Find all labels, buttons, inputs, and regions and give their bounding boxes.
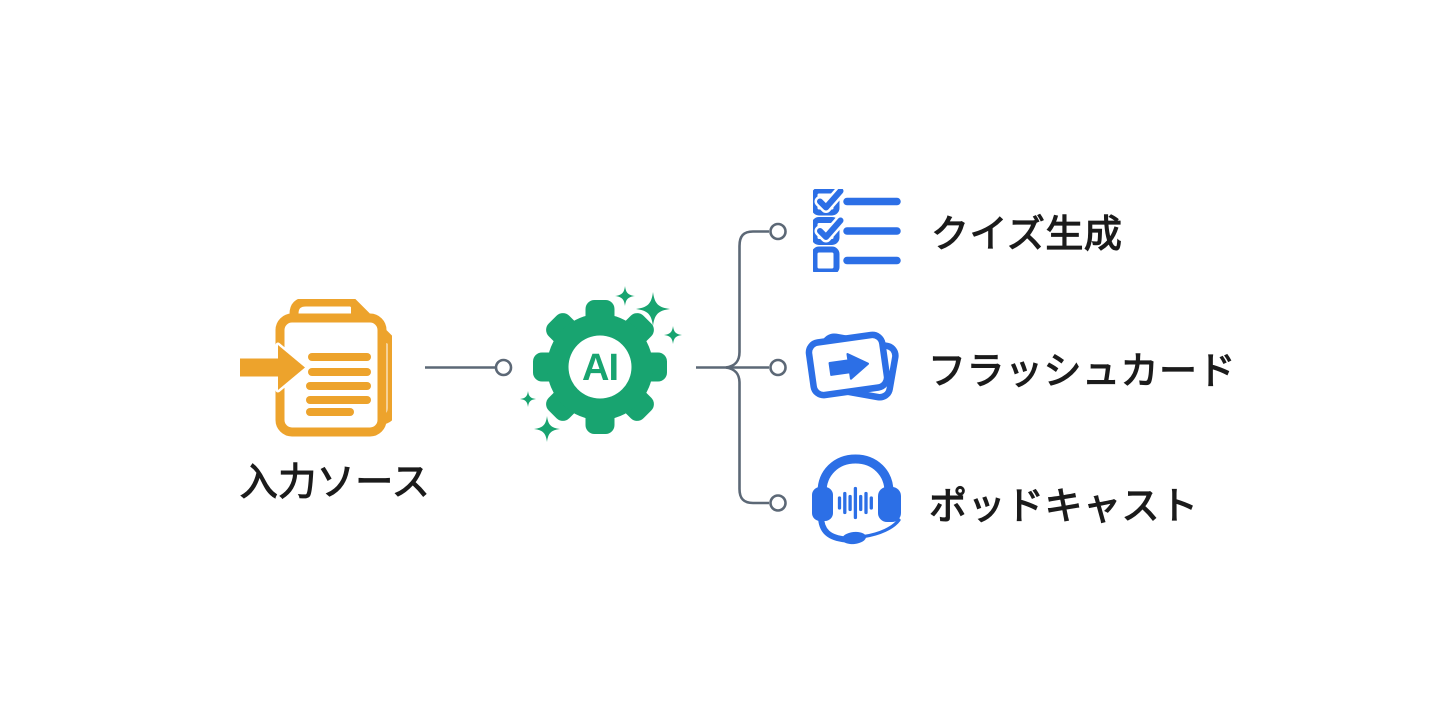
output-label-podcast: ポッドキャスト: [929, 485, 1199, 528]
connector-ai-to-podcast: [725, 366, 769, 505]
output-label-flashcard: フラッシュカード: [928, 350, 1237, 393]
ai-gear-icon: AI: [520, 286, 682, 442]
connector-lines: [425, 222, 787, 512]
connector-terminal-podcast: [769, 494, 787, 512]
ai-label: AI: [582, 347, 618, 389]
document-text-lines: [306, 353, 371, 416]
list-lines: [843, 197, 901, 265]
connector-ai-to-quiz: [725, 230, 769, 369]
input-node-label: 入力ソース: [239, 462, 431, 504]
output-label-quiz: クイズ生成: [931, 214, 1123, 256]
ear-cup-left: [812, 487, 833, 521]
mic-capsule: [842, 531, 866, 545]
document-import-icon: [238, 299, 392, 437]
mic-wire: [862, 518, 901, 539]
ear-cup-right: [878, 487, 901, 522]
checkmark-icon: [817, 217, 844, 240]
gear-body: AI: [533, 300, 667, 434]
output-row-quiz: クイズ生成: [813, 189, 1122, 272]
flashcards-icon: [805, 331, 899, 401]
quiz-checklist-icon: [813, 189, 901, 272]
headband: [817, 454, 894, 504]
connector-terminal-quiz: [769, 222, 787, 241]
import-arrow-icon: [238, 342, 308, 393]
checkbox-unchecked: [813, 246, 840, 272]
next-arrow-icon: [828, 352, 870, 380]
sparkle-icon: [520, 391, 536, 407]
waveform-icon: [837, 486, 873, 520]
front-card: [805, 331, 891, 399]
podcast-headset-icon: [812, 454, 901, 545]
checkmark-icon: [817, 189, 844, 211]
connector-terminal-flashcard: [769, 358, 787, 377]
connector-terminal-ai: [494, 358, 513, 377]
output-row-flashcard: フラッシュカード: [804, 325, 1236, 409]
sparkle-icon: [615, 286, 635, 306]
output-row-podcast: ポッドキャスト: [808, 452, 1199, 552]
sparkle-icon: [664, 326, 682, 344]
sparkle-icon: [534, 416, 560, 442]
